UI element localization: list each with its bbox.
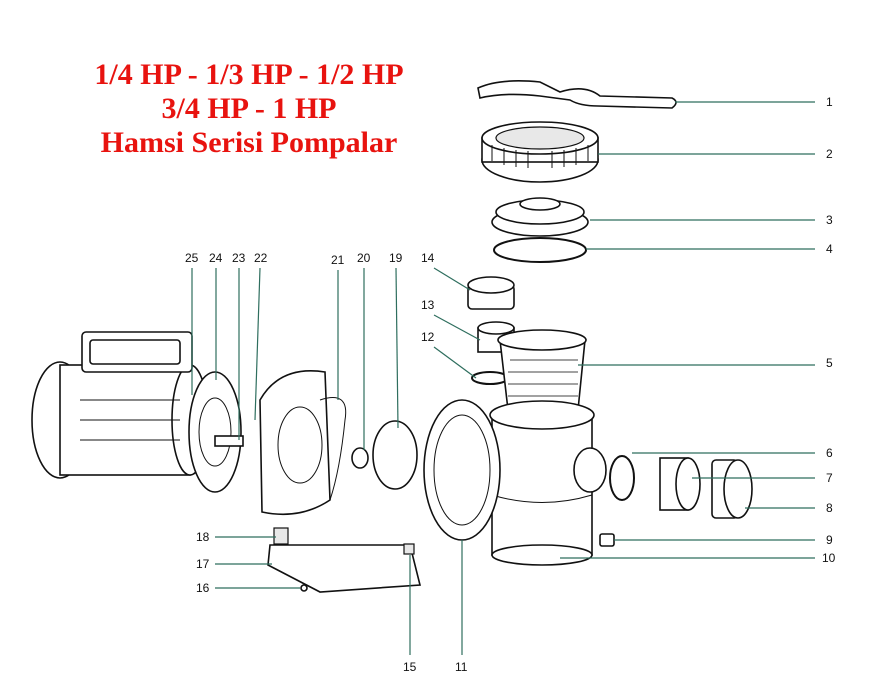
part-number-11: 11 [455,660,468,674]
part-number-24: 24 [209,251,223,265]
drain-plug [599,533,615,547]
part-number-18: 18 [196,530,210,544]
part-number-14: 14 [421,251,435,265]
part-number-15: 15 [403,660,417,674]
union-nut-top [467,276,515,310]
part-number-6: 6 [826,446,833,460]
part-number-22: 22 [254,251,268,265]
part-number-23: 23 [232,251,246,265]
lid-ring [481,121,599,183]
part-number-7: 7 [826,471,833,485]
o-ring-top [471,371,509,385]
motor-base [267,527,422,593]
part-number-25: 25 [185,251,199,265]
part-number-3: 3 [826,213,833,227]
strainer-lid [491,197,589,237]
part-number-1: 1 [826,95,833,109]
part-number-21: 21 [331,253,345,267]
wrench [477,80,677,109]
title-line-1: 1/4 HP - 1/3 HP - 1/2 HP [94,58,404,91]
diagram-title: 1/4 HP - 1/3 HP - 1/2 HP 3/4 HP - 1 HP H… [40,58,458,160]
title-line-2: 3/4 HP - 1 HP [161,92,337,125]
part-numbers: 1 2 3 4 5 6 7 8 9 10 11 12 13 14 15 16 1… [185,95,836,674]
part-number-8: 8 [826,501,833,515]
part-number-10: 10 [822,551,836,565]
lid-o-ring [493,237,587,263]
part-number-19: 19 [389,251,403,265]
part-number-13: 13 [421,298,435,312]
seal-plate [259,370,347,516]
basket [497,329,587,411]
leader-lines [191,101,815,655]
part-number-16: 16 [196,581,210,595]
part-number-5: 5 [826,356,833,370]
motor [31,331,244,493]
part-number-9: 9 [826,533,833,547]
part-number-4: 4 [826,242,833,256]
title-line-3: Hamsi Serisi Pompalar [100,126,398,159]
part-number-12: 12 [421,330,435,344]
part-number-20: 20 [357,251,371,265]
part-number-2: 2 [826,147,833,161]
union-tail-side [659,457,701,511]
o-ring-side [609,455,635,501]
union-nut-side [711,459,753,519]
pump-housing [423,399,607,566]
part-number-17: 17 [196,557,210,571]
impeller [351,420,418,490]
